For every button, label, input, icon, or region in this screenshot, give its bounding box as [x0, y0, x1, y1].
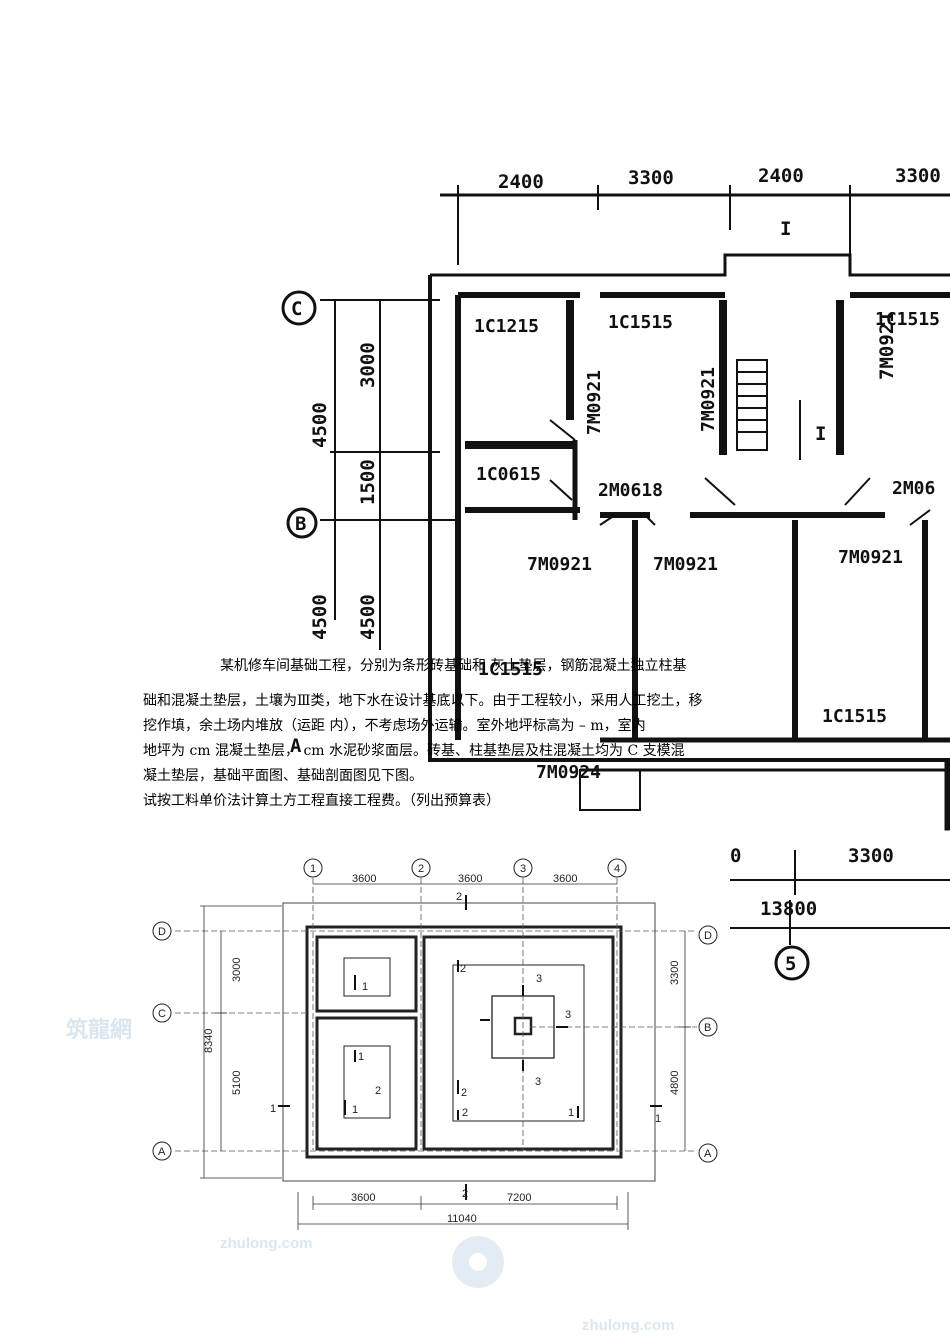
problem-line: 某机修车间基础工程，分别为条形砖基础和 灰土垫层，钢筋混凝土独立柱基 [220, 658, 687, 674]
plan-room-label: 7M0921 [653, 554, 718, 575]
section-mark: 1 [358, 1051, 364, 1063]
left-dim: 5100 [231, 1071, 243, 1095]
top-dim: 3600 [458, 873, 482, 885]
plan-room-label: 7M0924 [536, 762, 601, 783]
top-dim: 3600 [553, 873, 577, 885]
plan-room-label: 1C1215 [474, 316, 539, 337]
row-axis-label-left: D [158, 926, 166, 938]
right-dim: 4800 [669, 1071, 681, 1095]
plan-bottom-dim: 0 [730, 845, 741, 867]
problem-line: 础和混凝土垫层，土壤为Ⅲ类，地下水在设计基底以下。由于工程较小，采用人工挖土，移 [143, 693, 703, 709]
row-axis-label-right: D [704, 930, 712, 942]
col-axis-label: 1 [310, 863, 316, 875]
left-dim: 3000 [231, 958, 243, 982]
plan-section-mark: I [815, 423, 826, 445]
left-total: 8340 [203, 1029, 215, 1053]
section-mark: 2 [460, 963, 466, 975]
col-axis-label: 3 [520, 863, 526, 875]
problem-line: 凝土垫层，基础平面图、基础剖面图见下图。 [143, 768, 423, 784]
section-mark: 2 [375, 1085, 381, 1097]
section-mark: 3 [535, 1076, 541, 1088]
col-axis-label: 2 [418, 863, 424, 875]
row-axis-label-left: A [158, 1146, 166, 1158]
plan-left-dim: 4500 [309, 402, 331, 448]
section-mark: 1 [270, 1103, 276, 1115]
foundation-plan [152, 858, 718, 1230]
plan-room-label: 7M0921 [838, 547, 903, 568]
watermark-logo [452, 1236, 504, 1288]
plan-top-dim: 3300 [895, 165, 941, 187]
section-mark: 2 [461, 1087, 467, 1099]
plan-room-label: 7M0921 [876, 311, 898, 380]
floor-plan [281, 185, 950, 981]
watermark-text: zhulong.com [582, 1317, 675, 1334]
plan-left-dim: 1500 [357, 459, 379, 505]
bottom-total: 11040 [447, 1213, 477, 1225]
watermark-text: zhulong.com [220, 1235, 313, 1252]
section-mark: 1 [568, 1107, 574, 1119]
plan-room-label: 7M0921 [584, 370, 605, 435]
plan-top-dim: 2400 [758, 165, 804, 187]
plan-room-label: 2M06 [892, 478, 935, 499]
problem-line: 试按工料单价法计算土方工程直接工程费。（列出预算表） [143, 793, 500, 809]
plan-axis-label: 5 [785, 953, 796, 975]
plan-room-label: 1C0615 [476, 464, 541, 485]
col-axis-label: 4 [614, 863, 620, 875]
plan-axis-label: A [290, 735, 302, 757]
row-axis-label-left: C [158, 1008, 166, 1020]
plan-left-dim: 3000 [357, 342, 379, 388]
section-mark: 2 [462, 1188, 468, 1200]
section-mark: 3 [536, 973, 542, 985]
row-axis-label-right: A [704, 1148, 712, 1160]
section-mark: 3 [565, 1009, 571, 1021]
plan-room-label: 7M0921 [527, 554, 592, 575]
plan-room-label: 1C1515 [608, 312, 673, 333]
problem-line: 挖作填，余土场内堆放（运距 内），不考虑场外运输。室外地坪标高为 – m，室内 [143, 718, 646, 734]
row-axis-label-right: B [704, 1022, 711, 1034]
plan-room-label: 1C1515 [875, 309, 940, 330]
plan-section-mark: I [780, 218, 791, 240]
problem-line: 地坪为 cm 混凝土垫层， cm 水泥砂浆面层。砖基、柱基垫层及柱混凝土均为 C… [143, 743, 685, 759]
section-mark: 2 [456, 891, 462, 903]
bottom-dim: 3600 [351, 1192, 375, 1204]
section-mark: 1 [655, 1113, 661, 1125]
watermarks: 筑龍網 zhulong.com zhulong.com [66, 1017, 675, 1334]
bottom-dim: 7200 [507, 1192, 531, 1204]
plan-top-dim: 2400 [498, 171, 544, 193]
plan-bottom-dim: 3300 [848, 845, 894, 867]
plan-top-dim: 3300 [628, 167, 674, 189]
top-dim: 3600 [352, 873, 376, 885]
plan-left-dim: 4500 [309, 594, 331, 640]
right-dim: 3300 [669, 961, 681, 985]
foundation-plan-labels: 1 2 3 4 D C A D B A 3600 3600 3600 3000 … [158, 863, 712, 1225]
plan-room-label: 1C1515 [822, 706, 887, 727]
plan-room-label: 2M0618 [598, 480, 663, 501]
plan-axis-label: B [295, 513, 306, 535]
section-mark: 1 [352, 1104, 358, 1116]
section-mark: 1 [362, 981, 368, 993]
plan-bottom-dim: 13800 [760, 898, 817, 920]
plan-room-label: 1C1515 [478, 659, 543, 680]
watermark-text: 筑龍網 [66, 1017, 132, 1042]
plan-left-dim: 4500 [357, 594, 379, 640]
plan-room-label: 7M0921 [698, 367, 719, 432]
floor-plan-labels: 2400 3300 2400 3300 3000 1500 4500 4500 … [290, 165, 941, 975]
section-mark: 2 [462, 1107, 468, 1119]
plan-axis-label: C [291, 298, 302, 320]
